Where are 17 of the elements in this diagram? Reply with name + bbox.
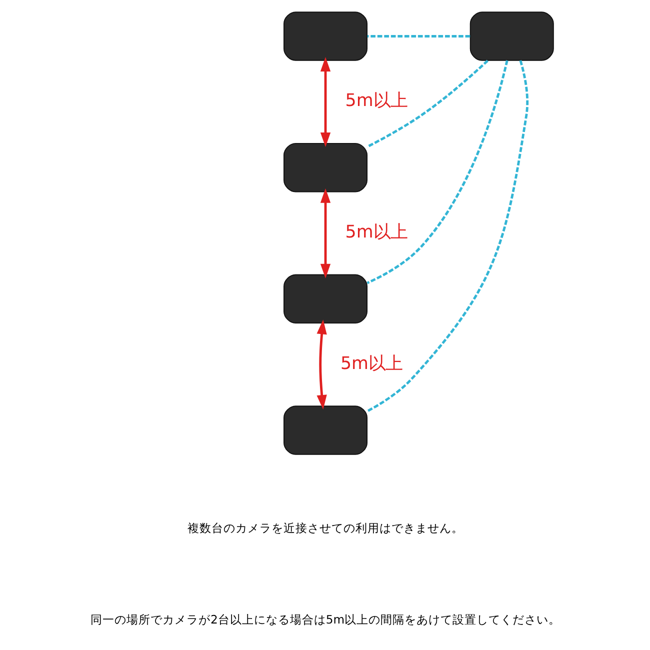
connector	[366, 60, 488, 148]
label: 複数台のカメラを近接させての利用はできません。	[187, 520, 463, 535]
edge-label: 5m以上	[344, 222, 407, 243]
node-box	[283, 274, 367, 324]
edge-label: 5m以上	[344, 91, 407, 112]
arrow	[320, 188, 330, 278]
arrow	[316, 320, 326, 410]
node-box	[283, 12, 367, 61]
label: 同一の場所でカメラが2台以上になる場合は5m以上の間隔をあけて設置してください。	[90, 612, 560, 627]
node-box	[283, 142, 367, 192]
connector	[366, 60, 528, 412]
arrow	[320, 57, 330, 147]
connector	[366, 35, 470, 38]
node-box	[469, 12, 554, 61]
node-box	[283, 406, 367, 455]
connector	[366, 60, 508, 284]
edge-label: 5m以上	[340, 354, 402, 374]
